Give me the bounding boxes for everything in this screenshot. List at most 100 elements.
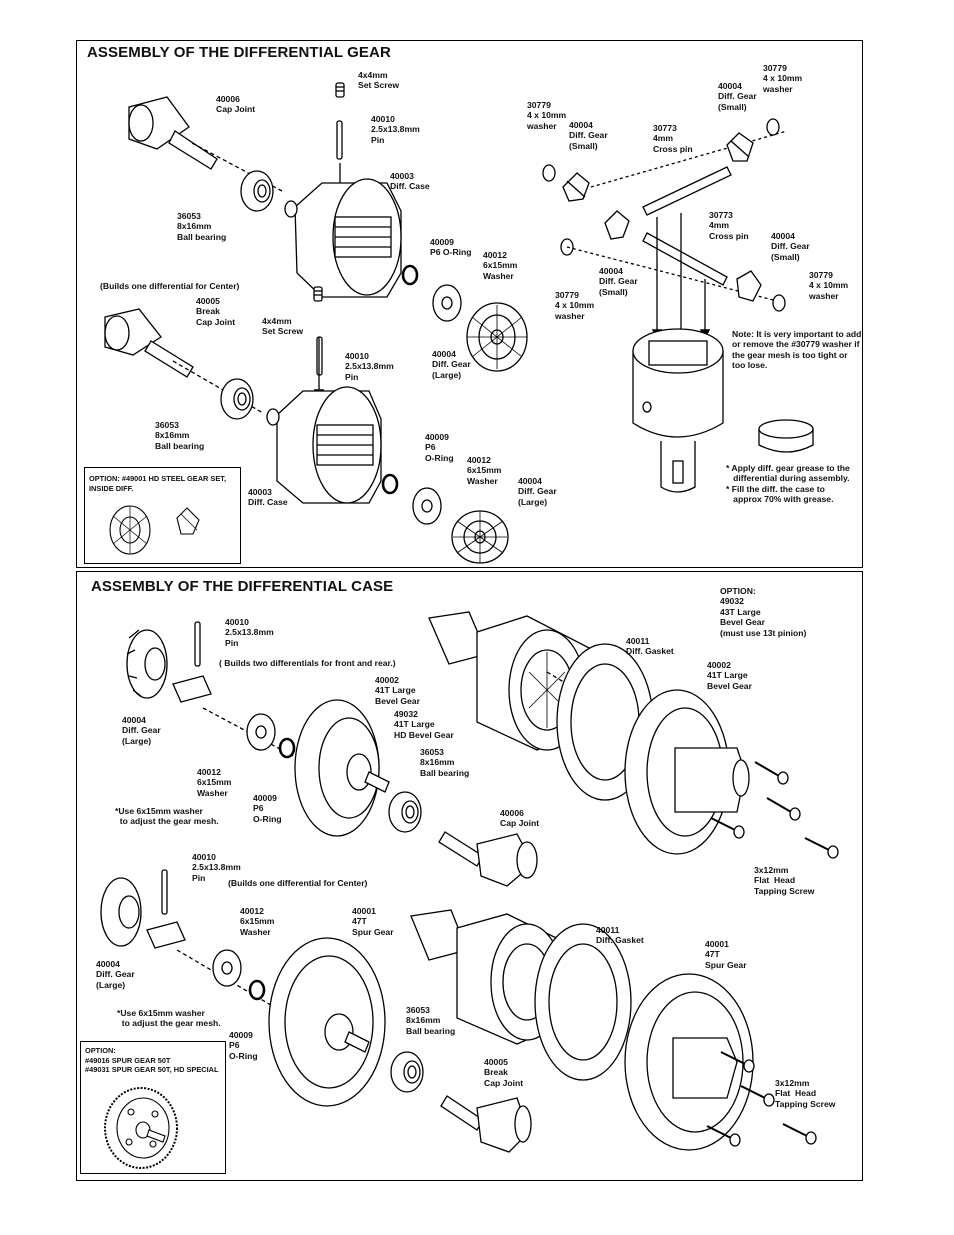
large-diff-gear-part-lower (451, 510, 509, 564)
small-diff-gear-part-mid (604, 210, 630, 240)
label-cross-pin-b: 30773 4mm Cross pin (709, 210, 749, 241)
label-washer-30779-c: 30779 4 x 10mm washer (809, 270, 849, 301)
label-hd-bevel-gear-41t: 49032 41T Large HD Bevel Gear (394, 709, 454, 740)
case-exploded-diagram (100, 611, 839, 1153)
label-ball-bearing: 36053 8x16mm Ball bearing (177, 211, 227, 242)
o-ring-case-part-lower (248, 979, 266, 1001)
label-washer-30779-d: 30779 4 x 10mm washer (555, 290, 595, 321)
label-o-ring-lower: 40009 P6 O-Ring (425, 432, 454, 463)
o-ring-case-part (278, 737, 296, 759)
washer-30779-part (542, 164, 556, 182)
option-spur-gear-text: OPTION: #49016 SPUR GEAR 50T #49031 SPUR… (85, 1046, 219, 1075)
option-steel-gear-art (109, 505, 200, 555)
option-spur-gear-art (104, 1087, 178, 1169)
spur-gear-47t-right-part (624, 973, 754, 1151)
label-o-ring-case-lower: 40009 P6 O-Ring (229, 1030, 258, 1061)
label-diff-gear-large-lower: 40004 Diff. Gear (Large) (518, 476, 557, 507)
washer-30779-part-top (766, 118, 780, 136)
label-washer-30779-b: 30779 4 x 10mm washer (763, 63, 803, 94)
ball-bearing-case-part (388, 791, 422, 833)
washer-adjust-note: *Use 6x15mm washer to adjust the gear me… (115, 806, 219, 827)
washer-case-part-lower (212, 949, 242, 987)
label-o-ring: 40009 P6 O-Ring (430, 237, 472, 258)
label-tapping-screw-lower: 3x12mm Flat Head Tapping Screw (775, 1078, 836, 1109)
diff-case-part (284, 178, 402, 298)
pin-holder-part-lower (146, 921, 186, 949)
label-cap-joint: 40006 Cap Joint (216, 94, 256, 115)
label-diff-gear-large-case: 40004 Diff. Gear (Large) (122, 715, 161, 746)
washer-adjust-note-lower: *Use 6x15mm washer to adjust the gear me… (117, 1008, 221, 1029)
tapping-screw-part (710, 761, 839, 859)
gear-mesh-note: Note: It is very important to add or rem… (732, 329, 862, 371)
pin-case-part (194, 621, 201, 667)
bevel-gear-41t-right-part (624, 689, 750, 855)
ball-bearing-part-lower (220, 378, 254, 420)
cross-pin-part (642, 166, 732, 216)
label-o-ring-case: 40009 P6 O-Ring (253, 793, 282, 824)
pin-case-part-lower (161, 869, 168, 915)
label-pin: 40010 2.5x13.8mm Pin (371, 114, 420, 145)
center-build-note-case: (Builds one differential for Center) (228, 878, 368, 888)
diff-case-housing-part (632, 328, 724, 493)
diff-case-part-lower (266, 386, 382, 504)
label-diff-gear-large: 40004 Diff. Gear (Large) (432, 349, 471, 380)
center-build-note: (Builds one differential for Center) (100, 281, 240, 291)
label-diff-case: 40003 Diff. Case (390, 171, 430, 192)
label-diff-gear-large-case-lower: 40004 Diff. Gear (Large) (96, 959, 135, 990)
label-cap-joint-case: 40006 Cap Joint (500, 808, 540, 829)
large-diff-gear-part (466, 302, 528, 372)
diff-gasket-part-lower (534, 923, 632, 1081)
label-spur-gear-47t: 40001 47T Spur Gear (352, 906, 394, 937)
cap-joint-case-part (438, 831, 538, 887)
grease-note: * Apply diff. gear grease to the differe… (726, 463, 850, 505)
label-tapping-screw: 3x12mm Flat Head Tapping Screw (754, 865, 815, 896)
diff-gear-large-case-part (126, 629, 168, 699)
label-diff-case-lower: 40003 Diff. Case (248, 487, 288, 508)
section-title-gear: ASSEMBLY OF THE DIFFERENTIAL GEAR (87, 44, 391, 61)
label-ball-bearing-case: 36053 8x16mm Ball bearing (420, 747, 470, 778)
label-small-gear-b: 40004 Diff. Gear (Small) (718, 81, 757, 112)
label-ball-bearing-lower: 36053 8x16mm Ball bearing (155, 420, 205, 451)
front-rear-build-note: ( Builds two differentials for front and… (219, 658, 396, 668)
cross-pin-part-lower (642, 232, 728, 286)
small-diff-gear-part (562, 172, 590, 202)
label-small-gear-d: 40004 Diff. Gear (Small) (599, 266, 638, 297)
option-43t-note: OPTION: 49032 43T Large Bevel Gear (must… (720, 586, 807, 638)
washer-part-lower (412, 487, 442, 525)
bevel-gear-41t-part (294, 699, 390, 837)
washer-30779-part-low (772, 294, 786, 312)
label-set-screw-lower: 4x4mm Set Screw (262, 316, 304, 337)
label-washer-case-lower: 40012 6x15mm Washer (240, 906, 275, 937)
section-title-case: ASSEMBLY OF THE DIFFERENTIAL CASE (91, 578, 394, 595)
label-small-gear-c: 40004 Diff. Gear (Small) (771, 231, 810, 262)
label-cross-pin-a: 30773 4mm Cross pin (653, 123, 693, 154)
washer-case-part (246, 713, 276, 751)
o-ring-part (401, 264, 419, 286)
washer-part (432, 284, 462, 322)
label-washer: 40012 6x15mm Washer (483, 250, 518, 281)
label-diff-gasket-lower: 40011 Diff. Gasket (596, 925, 644, 946)
label-pin-lower: 40010 2.5x13.8mm Pin (345, 351, 394, 382)
break-cap-joint-case-part (440, 1095, 532, 1153)
set-screw-part-lower (313, 286, 323, 302)
tapping-screw-part-lower (706, 1051, 817, 1147)
label-bevel-gear-41t-right: 40002 41T Large Bevel Gear (707, 660, 752, 691)
diff-gear-large-case-part-lower (100, 877, 142, 947)
grease-tin-part (758, 419, 814, 453)
label-small-gear-a: 40004 Diff. Gear (Small) (569, 120, 608, 151)
label-break-cap-joint: 40005 Break Cap Joint (196, 296, 236, 327)
small-diff-gear-part-top (726, 132, 754, 162)
o-ring-part-lower (381, 473, 399, 495)
pin-holder-part (172, 675, 212, 703)
differential-case-panel: ASSEMBLY OF THE DIFFERENTIAL CASE (76, 571, 863, 1181)
label-washer-lower: 40012 6x15mm Washer (467, 455, 502, 486)
option-spur-gear-box: OPTION: #49016 SPUR GEAR 50T #49031 SPUR… (80, 1041, 226, 1174)
small-diff-gear-part-low (736, 270, 762, 302)
option-steel-gear-box: OPTION: #49001 HD STEEL GEAR SET, INSIDE… (84, 467, 241, 564)
differential-gear-panel: ASSEMBLY OF THE DIFFERENTIAL GEAR (76, 40, 863, 568)
label-pin-case: 40010 2.5x13.8mm Pin (225, 617, 274, 648)
break-cap-joint-part (104, 308, 264, 414)
option-steel-gear-text: OPTION: #49001 HD STEEL GEAR SET, INSIDE… (89, 474, 227, 493)
ball-bearing-part (240, 170, 274, 212)
label-washer-case: 40012 6x15mm Washer (197, 767, 232, 798)
